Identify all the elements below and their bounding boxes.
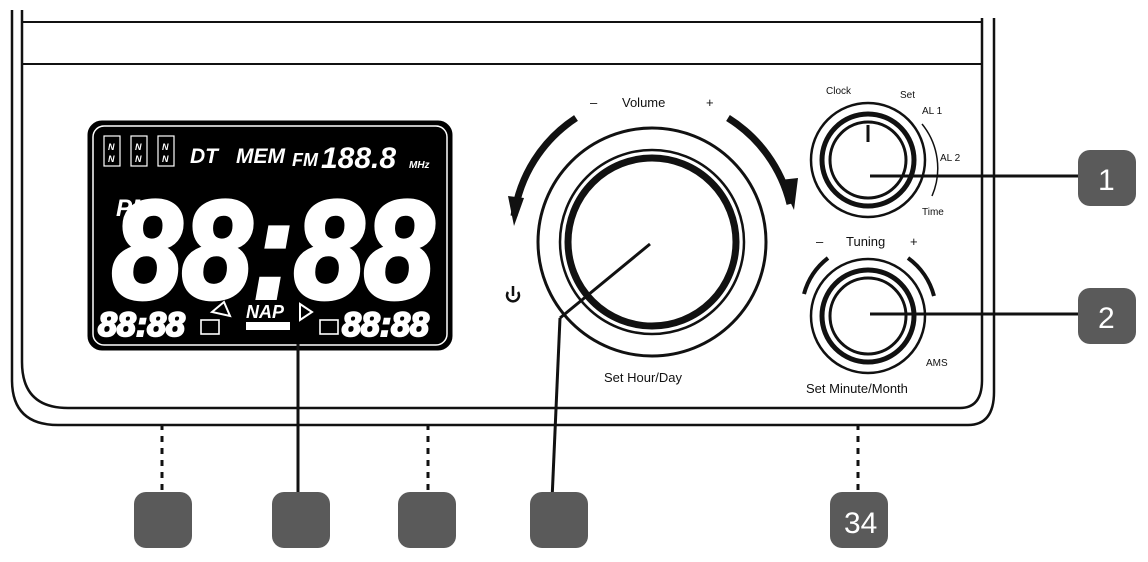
lcd-alarm2-time: 88:88 [342, 306, 429, 344]
tuning-knob-center[interactable] [828, 276, 908, 356]
indicator-1b: N [108, 154, 115, 164]
tuning-plus: + [910, 234, 918, 249]
lcd-pm: PM [116, 195, 153, 222]
callout-2: 2 [1078, 288, 1136, 344]
function-knob-group: Clock Set AL 1 AL 2 Time [809, 86, 961, 219]
callout-bottom-d [530, 492, 588, 548]
function-scale [921, 123, 939, 197]
tuning-set-minute-month: Set Minute/Month [806, 381, 908, 396]
callout-bottom-b [272, 492, 330, 548]
indicator-2b: N [135, 154, 142, 164]
lcd-mode-indicators: N N N N N N [103, 135, 175, 167]
tuning-minus: – [816, 234, 824, 249]
func-time: Time [922, 207, 944, 218]
lcd-frequency: 188.8 [321, 142, 396, 175]
lcd-mem: MEM [236, 145, 286, 168]
leader-lines [296, 174, 1082, 501]
tuning-arc-right [906, 256, 936, 297]
func-al1: AL 1 [922, 106, 943, 117]
func-al2: AL 2 [940, 153, 961, 164]
lcd-alarm1-time: 88:88 [98, 306, 185, 344]
lcd-main-time: 88:88 [110, 169, 436, 330]
volume-minus: – [590, 95, 598, 110]
func-clock: Clock [826, 86, 852, 97]
callout-bottom-c [398, 492, 456, 548]
callout-bottom-a [134, 492, 192, 548]
tuning-ams: AMS [926, 358, 948, 369]
func-set: Set [900, 90, 915, 101]
dashed-leaders [160, 424, 860, 500]
volume-plus: + [706, 95, 714, 110]
callout-bottom-e [830, 492, 888, 548]
function-knob-center[interactable] [828, 120, 908, 200]
nap-bed-icon [246, 322, 290, 330]
indicator-1: N [108, 142, 115, 152]
device-body [10, 10, 996, 427]
volume-label: Volume [622, 95, 665, 110]
alarm2-bell-icon [299, 302, 339, 335]
lcd-display: N N N N N N DT MEM FM 188.8 MHz PM 88:88… [87, 120, 453, 351]
callout-1-label: 1 [1098, 164, 1115, 197]
lcd-fm: FM [292, 150, 319, 170]
lcd-mhz: MHz [409, 160, 430, 171]
indicator-3b: N [162, 154, 169, 164]
alarm1-bell-icon [200, 300, 232, 335]
callout-2-label: 2 [1098, 302, 1115, 335]
volume-knob-center[interactable] [564, 154, 740, 330]
volume-set-hour-day: Set Hour/Day [604, 370, 683, 385]
bottom-callouts: 34 [134, 492, 888, 548]
indicator-3: N [162, 142, 169, 152]
tuning-label: Tuning [846, 234, 885, 249]
callout-bottom-e-label: 34 [844, 507, 877, 540]
callout-1: 1 [1078, 150, 1136, 206]
tuning-knob-group: – Tuning + AMS Set Minute/Month [802, 234, 948, 396]
indicator-2: N [135, 142, 142, 152]
lcd-dt: DT [190, 145, 220, 168]
tuning-arc-left [802, 256, 830, 295]
power-icon [505, 286, 521, 303]
lcd-time-digits: 88:88 [112, 171, 434, 328]
lcd-nap: NAP [246, 302, 285, 322]
volume-knob-group: – Volume + Set Hour/Day [505, 95, 798, 385]
volume-arrow-right-icon [780, 178, 798, 210]
volume-arrow-left-icon [508, 196, 524, 226]
